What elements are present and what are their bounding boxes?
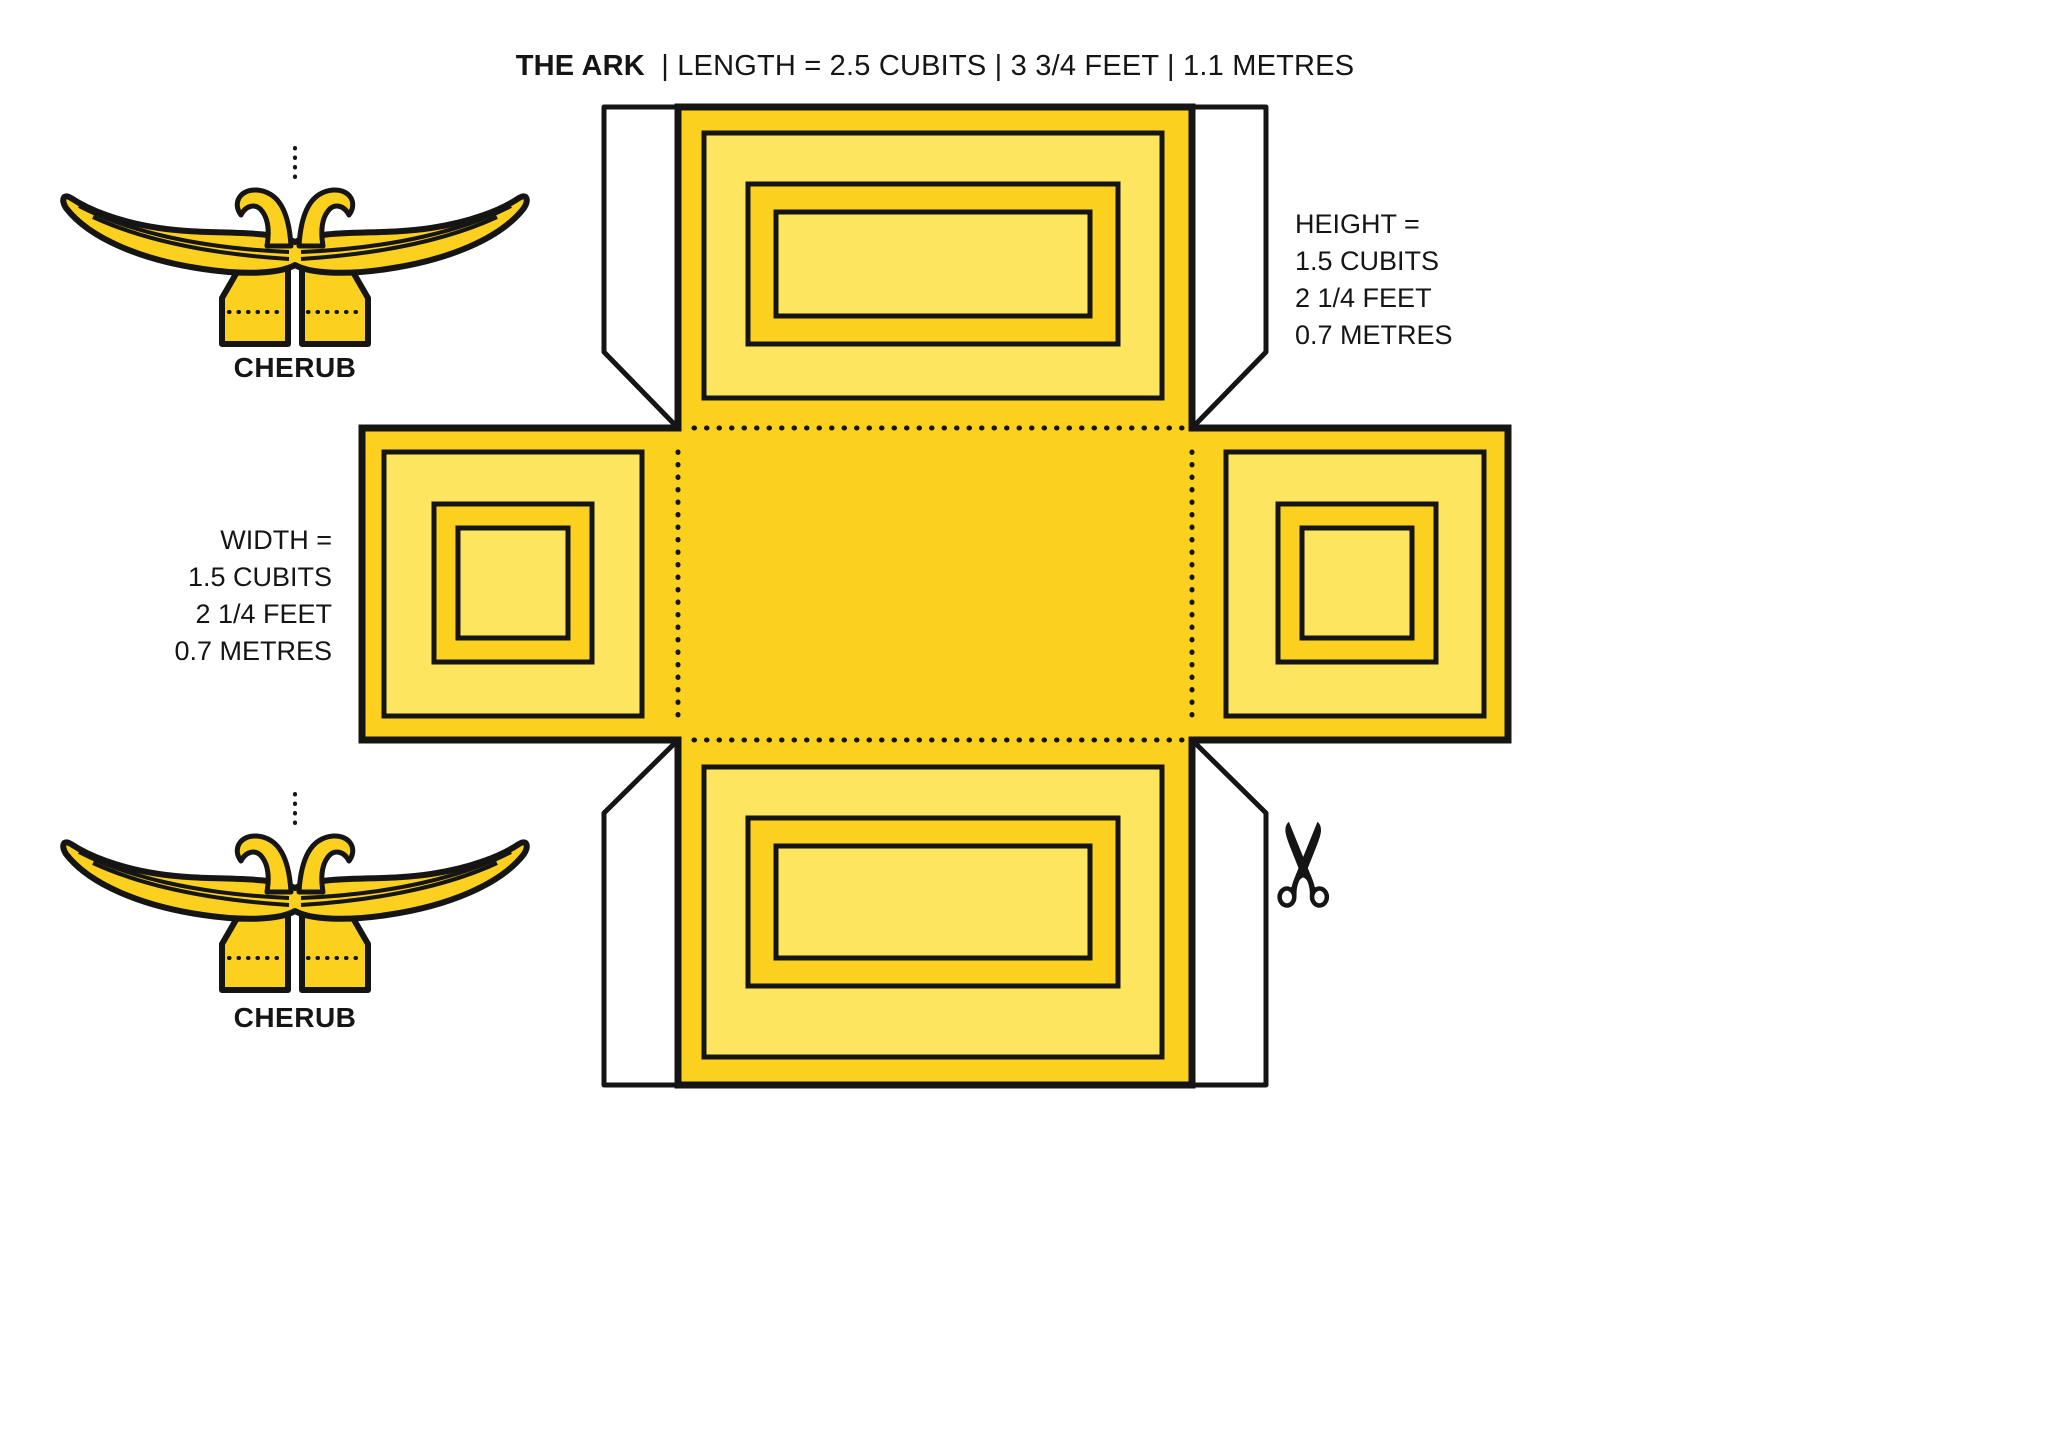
fold-lines <box>675 425 1195 743</box>
panel-top <box>701 130 1165 401</box>
width-line-4: 0.7 METRES <box>174 636 332 666</box>
scissors-icon: ✂ <box>1238 815 1374 913</box>
cherub-plumes <box>234 833 356 895</box>
width-label: WIDTH = 1.5 CUBITS 2 1/4 FEET 0.7 METRES <box>80 522 332 670</box>
width-line-1: WIDTH = <box>220 525 332 555</box>
title-length-spec: | LENGTH = 2.5 CUBITS | 3 3/4 FEET | 1.1… <box>661 50 1355 82</box>
cherub-label-bottom: CHERUB <box>233 1002 357 1033</box>
height-line-2: 1.5 CUBITS <box>1295 246 1440 276</box>
panel-right-center <box>1299 525 1415 641</box>
height-line-4: 0.7 METRES <box>1295 320 1453 350</box>
title-product-name: THE ARK <box>515 50 645 82</box>
fold-tab-bottom-left <box>601 737 681 1088</box>
height-line-3: 2 1/4 FEET <box>1295 283 1432 313</box>
width-line-2: 1.5 CUBITS <box>187 562 332 592</box>
panel-left <box>381 449 645 719</box>
cherub-label-top: CHERUB <box>233 352 357 383</box>
fold-tab-top-right <box>1189 104 1269 431</box>
height-line-1: HEIGHT = <box>1295 209 1420 239</box>
cherub-wing-stripes <box>78 850 512 907</box>
cherub-plumes <box>234 187 356 249</box>
panel-right <box>1223 449 1487 719</box>
panel-bottom <box>701 764 1165 1060</box>
cherub-wing-stripes <box>78 204 512 261</box>
panel-left-center <box>455 525 571 641</box>
cherub-legs <box>219 257 371 347</box>
cherub-wings <box>60 193 530 276</box>
panel-top-center <box>773 209 1093 319</box>
page-title: THE ARK | LENGTH = 2.5 CUBITS | 3 3/4 FE… <box>420 50 1450 83</box>
height-label: HEIGHT = 1.5 CUBITS 2 1/4 FEET 0.7 METRE… <box>1295 206 1453 354</box>
cherub-figure-bottom <box>60 792 530 993</box>
fold-tab-top-left <box>601 104 681 431</box>
width-line-3: 2 1/4 FEET <box>195 599 332 629</box>
cherub-figure-top <box>60 146 530 347</box>
cherub-wings <box>60 839 530 922</box>
box-net-outline <box>358 103 1512 1089</box>
panel-bottom-center <box>773 843 1093 961</box>
